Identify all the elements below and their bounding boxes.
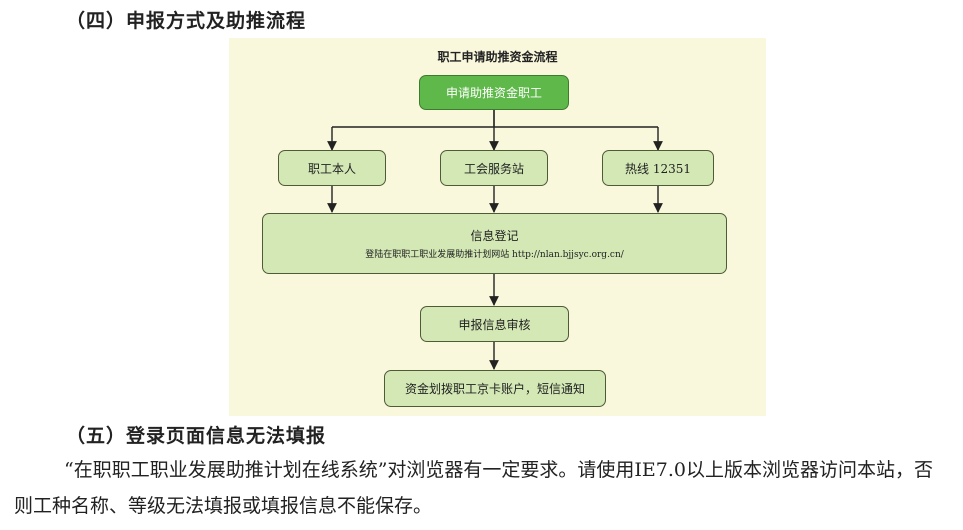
register-title: 信息登记	[470, 229, 519, 243]
diagram-title: 职工申请助推资金流程	[437, 50, 558, 64]
final-box: 资金划拨职工京卡账户，短信通知	[384, 370, 606, 407]
register-box: 信息登记 登陆在职职工职业发展助推计划网站 http://nlan.bjjsyc…	[262, 213, 727, 274]
browser-requirement-paragraph: “在职职工职业发展助推计划在线系统”对浏览器有一定要求。请使用IE7.0以上版本…	[14, 459, 934, 517]
channel-box-hotline: 热线 12351	[602, 150, 714, 186]
section-heading-5: （五）登录页面信息无法填报	[66, 425, 327, 447]
flowchart-panel: 职工申请助推资金流程 申请助推资金职工 职工本人 工会服务站 热线 12351	[229, 38, 766, 416]
channel-box-service-station: 工会服务站	[440, 150, 548, 186]
review-box: 申报信息审核	[420, 306, 569, 342]
register-subtitle: 登陆在职职工职业发展助推计划网站 http://nlan.bjjsyc.org.…	[365, 250, 624, 260]
channel-box-self: 职工本人	[278, 150, 386, 186]
start-box: 申请助推资金职工	[419, 75, 569, 110]
section-heading-4: （四）申报方式及助推流程	[66, 10, 307, 32]
flowchart-connectors	[327, 110, 663, 370]
